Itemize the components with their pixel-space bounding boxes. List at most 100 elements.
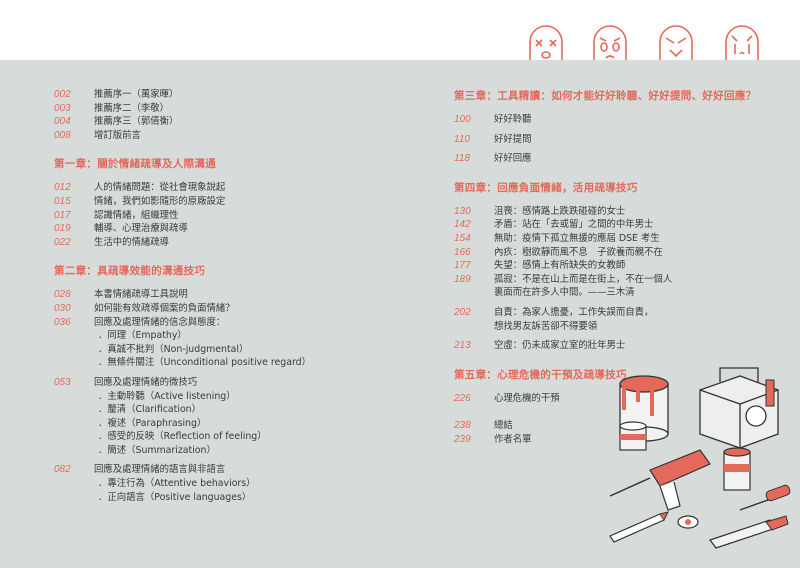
entry-title: 生活中的情緒疏導 [94,236,170,248]
small-can-icon [619,421,647,451]
toc-left-column: 002 推薦序一（萬家暉） 003 推薦序二（李敬） 004 推薦序三（郭倩衡） 00… [54,88,434,504]
brush-icon [709,515,789,549]
toc-subentry: ．無條件關注（Unconditional positive regard） [98,357,311,369]
page-number: 189 [454,273,471,285]
entry-title: 內疚：樹欲靜而風不息 子欲養而親不在 [494,246,663,258]
toc-subentry: ．簡述（Summarization） [98,444,216,456]
toc-entry[interactable]: 110 好好提問 [454,133,794,147]
toc-entry[interactable]: 226 心理危機的干預 [454,392,794,406]
entry-title: 孤寂：不是在山上而是在街上，不在一個人 [494,273,673,285]
toc-entry-continued: 想找男友訴苦卻不得要領 [454,320,794,334]
toc-entry[interactable]: 003 推薦序二（李敬） [54,102,434,116]
entry-title: 認識情緒，組織理性 [94,209,179,221]
toc-subentry: ．真誠不批判（Non-judgmental） [98,343,249,355]
drill-icon [609,449,711,511]
toc-subentry: ．專注行為（Attentive behaviors） [98,478,256,490]
toc-entry[interactable]: 189 孤寂：不是在山上而是在街上，不在一個人 [454,273,794,287]
page-number: 213 [454,340,471,352]
entry-title: 矛盾：站在「去或留」之間的中年男士 [494,219,654,231]
screwdriver-icon [739,484,791,511]
toc-subentry: ．同理（Empathy） [98,330,187,342]
page-number: 022 [54,236,71,248]
page-number: 028 [54,289,71,301]
toc-entry-continued: 裏面而在許多人中間。——三木清 [454,286,794,300]
page-number: 177 [454,260,471,272]
entry-title: 人的情緒問題：從社會現象說起 [94,182,226,194]
page-number: 100 [454,114,471,125]
chapter-heading[interactable]: 第五章：心理危機的干預及疏導技巧 [454,368,627,381]
toc-entry[interactable]: 028 本書情緒疏導工具說明 [54,288,434,302]
entry-title: 好好回應 [494,153,532,165]
entry-title: 作者名單 [494,433,532,445]
page-number: 202 [454,306,471,318]
page-number: 053 [54,376,71,388]
toc-entry[interactable]: 019 輔導、心理治療與疏導 [54,222,434,236]
tape-measure-icon [677,515,699,529]
crying-face-icon [725,25,759,60]
page-number: 019 [54,223,71,235]
entry-title: 自責：為家人擔憂，工作失誤而自責， [494,306,654,318]
page-number: 002 [54,89,71,100]
entry-title: 如何能有效疏導個案的負面情緒？ [94,302,235,314]
toc-subentry: ．正向語言（Positive languages） [98,491,252,503]
entry-title: 好好提問 [494,133,532,145]
chapter-heading[interactable]: 第三章：工具精讀：如何才能好好聆聽、好好提問、好好回應？ [454,90,757,102]
toc-entry[interactable]: 022 生活中的情緒疏導 [54,236,434,250]
toc-entry[interactable]: 004 推薦序三（郭倩衡） [54,115,434,129]
toc-entry[interactable]: 177 失望：感情上有所缺失的女教師 [454,259,794,273]
entry-title: 本書情緒疏導工具說明 [94,289,188,301]
entry-title: 情緒，我們如影隨形的原廠設定 [94,195,226,207]
chapter-heading[interactable]: 第一章：關於情緒疏導及人際溝通 [54,158,216,171]
toc-subentry: ．感受的反映（Reflection of feeling） [98,431,267,443]
entry-title: 沮喪：感情路上跌跌碰碰的女士 [494,205,626,217]
toc-entry[interactable]: 118 好好回應 [454,152,794,166]
toc-entry[interactable]: 202 自責：為家人擔憂，工作失誤而自責， [454,306,794,320]
toc-entry[interactable]: 002 推薦序一（萬家暉） [54,88,434,102]
top-band [0,0,800,60]
entry-title: 總結 [494,420,513,432]
dizzy-face-icon [529,25,563,60]
entry-title: 心理危機的干預 [494,392,560,404]
entry-title: 推薦序三（郭倩衡） [94,116,179,128]
entry-title: 推薦序二（李敬） [94,102,170,114]
toc-subentry: ．釐清（Clarification） [98,404,201,416]
page-number: 003 [54,102,71,114]
entry-title: 推薦序一（萬家暉） [94,89,179,100]
page-number: 226 [454,392,471,404]
page-number: 015 [54,195,71,207]
cup-icon [723,447,751,491]
entry-title: 輔導、心理治療與疏導 [94,223,188,235]
sad-face-icon [593,25,627,60]
page-number: 008 [54,129,71,141]
page-number: 004 [54,116,71,128]
entry-title: 失望：感情上有所缺失的女教師 [494,260,626,272]
toolbox-icon [699,367,779,449]
entry-title: 裏面而在許多人中間。——三木清 [494,287,635,299]
toc-entry[interactable]: 015 情緒，我們如影隨形的原廠設定 [54,195,434,209]
chapter-heading[interactable]: 第二章：具疏導效能的溝通技巧 [54,265,206,278]
page-number: 118 [454,153,470,165]
toc-subentry: ．主動聆聽（Active listening） [98,390,236,402]
chapter-heading[interactable]: 第四章：回應負面情緒，活用疏導技巧 [454,181,638,194]
pencil-icon [609,511,669,543]
emotion-faces [520,20,800,60]
page-number: 154 [454,232,471,244]
page-number: 110 [454,133,470,145]
